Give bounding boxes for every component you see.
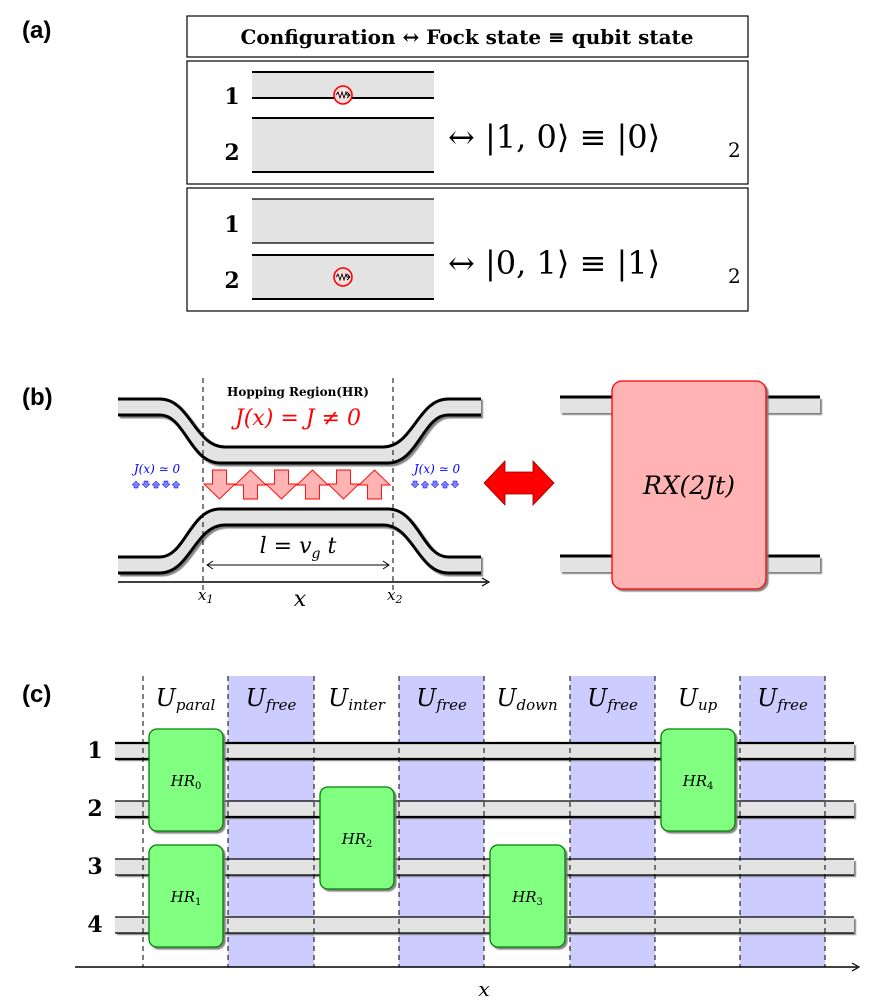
small-arrow-down-icon: [430, 480, 440, 489]
x2-label: x2: [387, 586, 402, 606]
stage-label-down: Udown: [496, 684, 557, 714]
waveguide-label: 2: [224, 268, 239, 294]
waveguide-label: 1: [224, 212, 239, 238]
small-arrow-up-icon: [171, 480, 181, 489]
state-subscript: 2: [728, 264, 741, 288]
state-row-1: 1 2 ↔ |1, 0⟩ ≡ |0⟩ 2: [186, 60, 749, 185]
photon-wave-icon: [333, 85, 353, 105]
equivalence-arrow-icon: [483, 460, 555, 506]
state-relation: ↔ |0, 1⟩ ≡ |1⟩: [448, 244, 660, 282]
gate-box: [611, 380, 767, 590]
stage-label-free: Ufree: [757, 684, 808, 714]
waveguide-label: 2: [224, 140, 239, 166]
hopping-region-label: HR3: [511, 888, 543, 908]
upper-waveguide: [118, 397, 481, 465]
panel-b: (b) Hopping Region(HR) J(x) = J ≠ 0 J(x)…: [22, 378, 820, 612]
x-axis-label: x: [478, 977, 489, 1001]
weak-coupling-arrows-right: [410, 480, 460, 489]
panel-a-header: Configuration ↔ Fock state ≡ qubit state: [240, 25, 693, 49]
stage-labels: Uparal Ufree Uinter Ufree Udown Ufree Uup Ufree: [156, 684, 808, 714]
rx-gate: RX(2Jt): [560, 380, 820, 590]
hopping-region-label: HR0: [170, 772, 202, 792]
coupling-arrows: [202, 469, 392, 500]
stage-label-paral: Uparal: [156, 684, 216, 714]
small-arrow-up-icon: [151, 480, 161, 489]
stage-label-free: Ufree: [416, 684, 467, 714]
small-arrow-down-icon: [141, 480, 151, 489]
panel-a-label: (a): [22, 17, 51, 44]
small-arrow-up-icon: [440, 480, 450, 489]
lower-waveguide: [118, 507, 481, 575]
x-axis-label: x: [294, 587, 307, 612]
small-arrow-up-icon: [131, 480, 141, 489]
arrow-up-icon: [233, 469, 268, 500]
small-arrow-up-icon: [420, 480, 430, 489]
gate-label: RX(2Jt): [642, 471, 735, 500]
waveguide-label: 2: [87, 796, 102, 822]
hopping-region-label: HR1: [170, 888, 202, 908]
stage-label-free: Ufree: [246, 684, 297, 714]
state-subscript: 2: [728, 138, 741, 162]
weak-coupling-arrows-left: [131, 480, 181, 489]
waveguide-label: 1: [224, 84, 239, 110]
stage-label-up: Uup: [678, 684, 718, 714]
panel-c-label: (c): [22, 681, 51, 708]
arrow-down-icon: [202, 469, 237, 500]
stage-boundaries: [142, 676, 826, 967]
hopping-region-label: HR2: [341, 830, 373, 850]
hopping-region-label: HR4: [682, 772, 714, 792]
arrow-down-icon: [326, 469, 361, 500]
waveguide-label: 4: [87, 912, 102, 938]
hopping-region-1: HR1: [148, 844, 224, 948]
stage-label-free: Ufree: [587, 684, 638, 714]
length-label: l = vg t: [260, 534, 337, 562]
arrow-up-icon: [295, 469, 330, 500]
x1-label: x1: [198, 586, 213, 606]
coupling-outside-right: J(x) ≃ 0: [411, 462, 461, 476]
coupling-outside-left: J(x) ≃ 0: [131, 462, 181, 476]
waveguide-label: 3: [87, 854, 102, 880]
photon-wave-icon: [333, 267, 353, 287]
hopping-region-4: HR4: [660, 728, 736, 832]
state-relation: ↔ |1, 0⟩ ≡ |0⟩: [448, 118, 660, 156]
hopping-region-0: HR0: [148, 728, 224, 832]
arrow-up-icon: [357, 469, 392, 500]
hopping-region-3: HR3: [489, 844, 566, 948]
panel-a-header-box: [186, 15, 749, 58]
small-arrow-down-icon: [410, 480, 420, 489]
waveguide-label: 1: [87, 738, 102, 764]
coupling-inside: J(x) = J ≠ 0: [231, 406, 361, 431]
panel-a: (a) Configuration ↔ Fock state ≡ qubit s…: [22, 15, 749, 312]
small-arrow-down-icon: [450, 480, 460, 489]
hopping-region-2: HR2: [319, 786, 395, 890]
waveguide-1: [252, 199, 434, 243]
waveguide-2: [252, 118, 434, 172]
waveguide-labels: 1 2 3 4: [87, 738, 102, 938]
stage-label-inter: Uinter: [328, 684, 386, 714]
hopping-region-title: Hopping Region(HR): [227, 385, 369, 399]
state-row-2: 1 2 ↔ |0, 1⟩ ≡ |1⟩ 2: [186, 187, 749, 312]
small-arrow-down-icon: [161, 480, 171, 489]
arrow-down-icon: [264, 469, 299, 500]
panel-b-label: (b): [22, 384, 53, 411]
